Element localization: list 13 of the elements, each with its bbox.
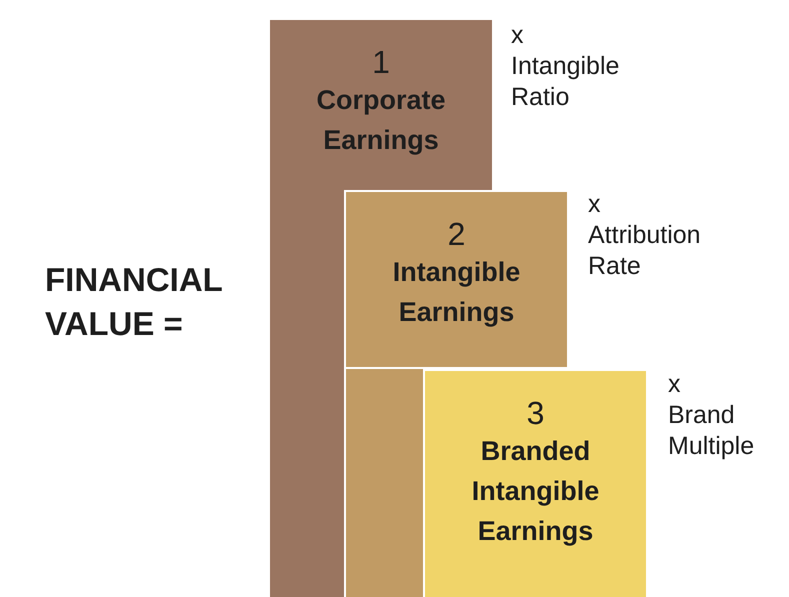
earnings-block (344, 190, 569, 369)
step-number: 2 (448, 216, 466, 252)
block-heading: Intangible Earnings (392, 256, 522, 329)
multiplier-note: x Brand Multiple (668, 369, 754, 462)
block-heading: Branded Intangible Earnings (470, 435, 600, 548)
earnings-block (423, 369, 648, 597)
multiplier-note: x Intangible Ratio (511, 20, 620, 113)
formula-label: FINANCIAL VALUE = (45, 260, 224, 344)
step-number: 3 (526, 395, 544, 431)
earnings-block (270, 20, 492, 190)
multiplier-note: x Attribution Rate (588, 189, 701, 282)
step-number: 1 (372, 44, 390, 80)
block-heading: Corporate Earnings (315, 84, 446, 157)
